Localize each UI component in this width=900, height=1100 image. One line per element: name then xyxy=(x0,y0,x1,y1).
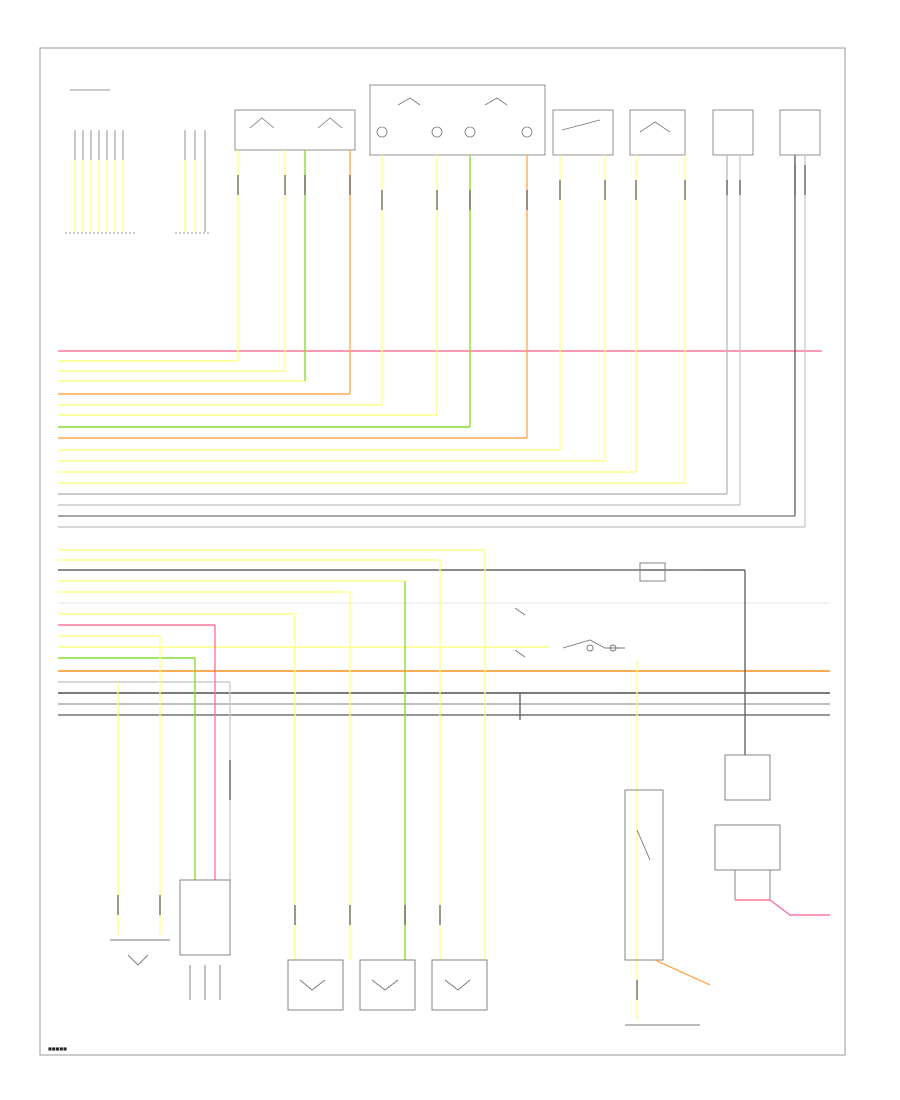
diagram-border xyxy=(39,47,846,1056)
bottom-box-4 xyxy=(359,959,416,1011)
top-vertical-drops xyxy=(74,150,806,527)
bottom-box-2 xyxy=(179,879,231,1000)
component-box-1 xyxy=(234,109,356,151)
top-components xyxy=(65,84,821,234)
component-box-2 xyxy=(369,84,546,156)
bottom-box-1 xyxy=(110,939,170,966)
component-box-6 xyxy=(779,109,821,156)
bottom-components xyxy=(110,879,488,1011)
bottom-connector-ticks xyxy=(117,760,638,1000)
component-box-4 xyxy=(629,109,686,156)
bottom-switches xyxy=(514,562,830,1026)
component-box-5 xyxy=(712,109,754,156)
bottom-box-3 xyxy=(287,959,344,1011)
bottom-harness xyxy=(58,549,830,716)
component-box-3 xyxy=(552,109,614,156)
component-left-2 xyxy=(175,130,210,234)
top-connector-ticks xyxy=(237,165,806,210)
top-harness xyxy=(58,350,822,528)
page-id: ■■■■■ xyxy=(48,1046,67,1051)
bottom-vertical-drops xyxy=(117,550,746,1020)
bottom-box-5 xyxy=(431,959,488,1011)
